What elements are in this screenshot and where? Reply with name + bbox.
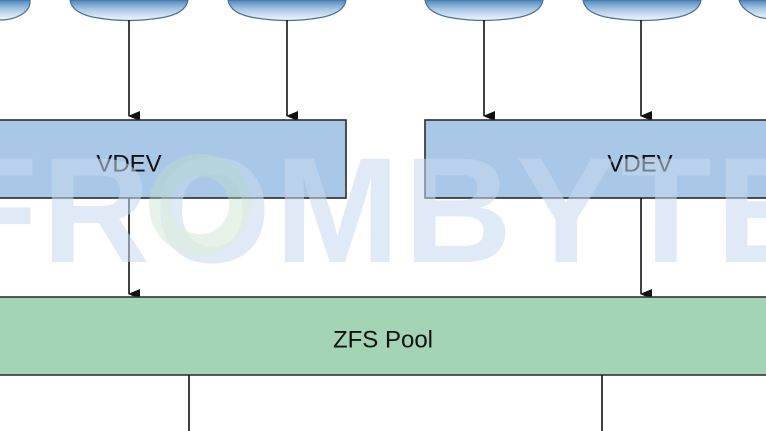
disk-icon bbox=[582, 0, 702, 22]
disk-icon bbox=[227, 0, 347, 22]
zfs-pool: ZFS Pool bbox=[0, 296, 766, 376]
disk-group bbox=[0, 0, 766, 22]
disk-to-vdev-arrows bbox=[128, 20, 652, 121]
watermark: FROMBYTE bbox=[0, 126, 766, 294]
vdev-to-pool-arrows bbox=[128, 198, 652, 299]
vdev-left: VDEV bbox=[0, 119, 347, 199]
vdev-right-label: VDEV bbox=[607, 150, 672, 177]
disk-icon bbox=[738, 0, 766, 19]
disk-icon bbox=[69, 0, 189, 22]
pool-down-lines bbox=[188, 375, 603, 431]
watermark-accent-icon bbox=[149, 154, 251, 256]
disk-icon bbox=[424, 0, 544, 22]
vdev-right: VDEV bbox=[424, 119, 766, 199]
zfs-pool-label: ZFS Pool bbox=[333, 326, 433, 353]
vdev-left-label: VDEV bbox=[96, 150, 161, 177]
watermark-text: FROMBYTE bbox=[0, 126, 766, 294]
disk-icon bbox=[0, 0, 31, 21]
